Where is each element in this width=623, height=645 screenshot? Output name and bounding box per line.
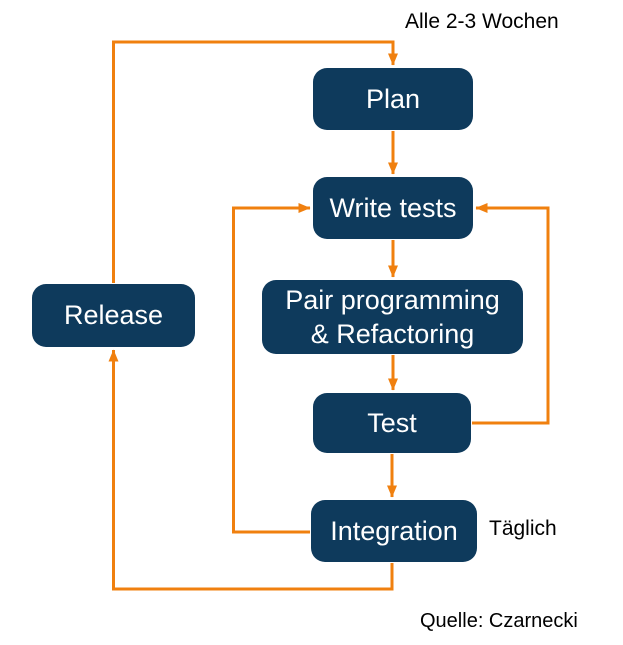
daily-frequency-label: Täglich <box>489 517 557 540</box>
node-write-tests-label: Write tests <box>329 192 457 223</box>
node-pair-programming-label-line1: Pair programming <box>285 284 500 315</box>
node-test-label: Test <box>367 407 417 438</box>
arrow-test-to-write-tests-loop <box>472 203 550 425</box>
node-plan-label: Plan <box>365 83 421 114</box>
node-write-tests: Write tests <box>313 177 473 239</box>
node-test: Test <box>313 393 471 453</box>
source-label: Quelle: Czarnecki <box>420 610 578 632</box>
arrow-integration-to-write-tests-loop <box>232 203 311 534</box>
node-integration: Integration <box>311 500 477 562</box>
node-release-label: Release <box>63 300 164 331</box>
arrow-release-to-plan <box>112 40 398 283</box>
node-plan: Plan <box>313 68 473 130</box>
node-pair-programming-label-line2: & Refactoring <box>310 319 475 349</box>
arrow-integration-to-release <box>108 349 394 591</box>
node-integration-label: Integration <box>330 515 458 546</box>
cycle-frequency-label: Alle 2-3 Wochen <box>405 10 559 33</box>
node-release: Release <box>32 284 195 347</box>
node-pair-programming: Pair programming & Refactoring <box>262 280 523 354</box>
